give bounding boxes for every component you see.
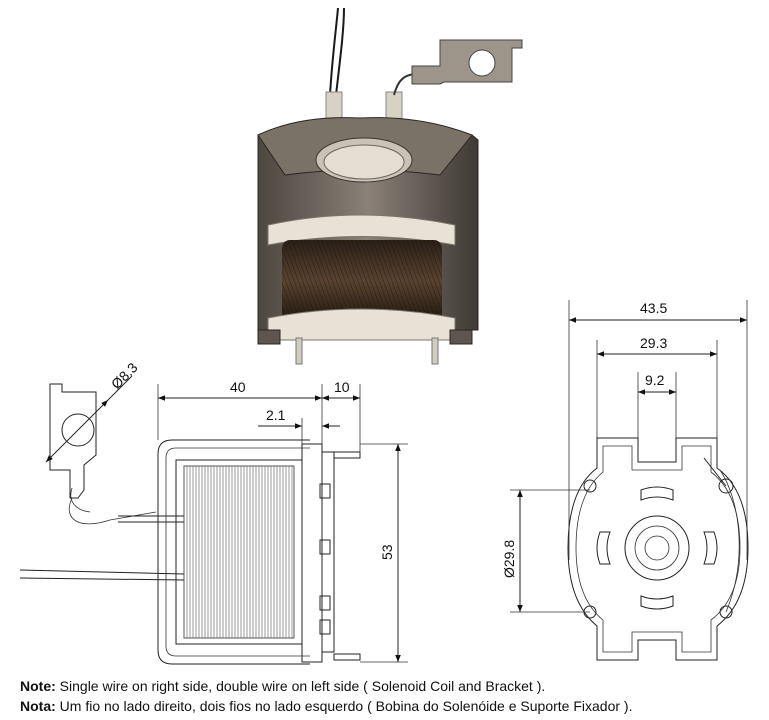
dim-length-10: 10 <box>334 379 350 395</box>
note-english-text: Single wire on right side, double wire o… <box>55 678 546 694</box>
solenoid-technical-drawing: Ø8.3 40 10 2.1 53 <box>19 7 749 665</box>
note-english: Note: Single wire on right side, double … <box>20 676 760 696</box>
dim-height-53: 53 <box>379 544 395 560</box>
note-portuguese-label: Nota: <box>20 698 56 714</box>
dim-length-2-1: 2.1 <box>266 407 286 423</box>
note-portuguese-text: Um fio no lado direito, dois fios no lad… <box>55 698 633 714</box>
note-portuguese: Nota: Um fio no lado direito, dois fios … <box>20 696 760 716</box>
side-view <box>19 384 408 665</box>
bracket-detail <box>45 375 157 525</box>
front-view <box>510 300 749 661</box>
dim-dia-29-8: Ø29.8 <box>501 540 517 578</box>
dim-width-9-2: 9.2 <box>645 372 665 388</box>
dim-bracket-hole-dia: Ø8.3 <box>108 359 141 392</box>
dim-width-29-3: 29.3 <box>640 335 667 351</box>
dim-width-43-5: 43.5 <box>640 300 667 316</box>
notes: Note: Single wire on right side, double … <box>20 676 760 716</box>
solenoid-photo <box>257 7 523 365</box>
dim-length-40: 40 <box>230 379 246 395</box>
note-english-label: Note: <box>20 678 56 694</box>
